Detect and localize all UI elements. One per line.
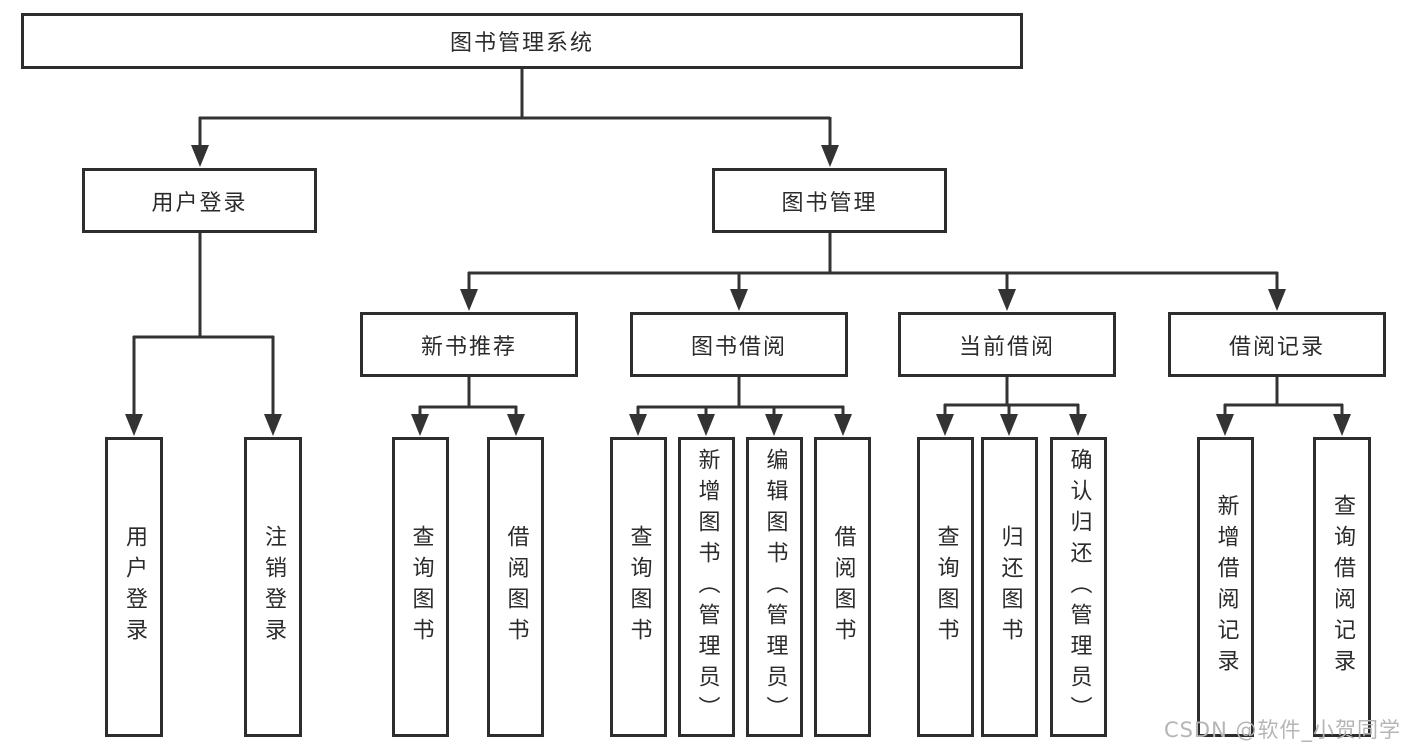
node-book-borrow-label: 图书借阅 — [690, 334, 787, 360]
leaf-current-query-book: 查询图书 — [917, 437, 974, 737]
leaf-logout: 注销登录 — [244, 437, 302, 737]
leaf-recommend-borrow-book: 借阅图书 — [487, 437, 544, 737]
node-user-login: 用户登录 — [82, 168, 317, 233]
node-book-management: 图书管理 — [712, 168, 947, 233]
leaf-user-login-label: 用户登录 — [122, 525, 147, 649]
leaf-add-book-admin: 新增图书（管理员） — [678, 437, 735, 737]
leaf-borrow-query-book: 查询图书 — [610, 437, 667, 737]
node-current-borrow-label: 当前借阅 — [958, 334, 1055, 360]
leaf-query-borrow-record-label: 查询借阅记录 — [1330, 494, 1355, 680]
leaf-borrow-query-book-label: 查询图书 — [626, 525, 652, 649]
node-current-borrow: 当前借阅 — [898, 312, 1116, 377]
node-new-book-recommend: 新书推荐 — [360, 312, 578, 377]
node-new-book-recommend-label: 新书推荐 — [420, 334, 517, 360]
leaf-borrow-book: 借阅图书 — [814, 437, 871, 737]
leaf-add-borrow-record-label: 新增借阅记录 — [1213, 494, 1239, 680]
watermark: CSDN @软件_小贺同学 — [1163, 718, 1401, 742]
leaf-return-book: 归还图书 — [981, 437, 1038, 737]
node-borrow-record-label: 借阅记录 — [1228, 334, 1325, 360]
leaf-borrow-book-label: 借阅图书 — [830, 525, 856, 649]
leaf-query-borrow-record: 查询借阅记录 — [1313, 437, 1371, 737]
node-book-borrow: 图书借阅 — [630, 312, 848, 377]
leaf-edit-book-admin: 编辑图书（管理员） — [746, 437, 803, 737]
node-root-label: 图书管理系统 — [449, 31, 594, 56]
leaf-user-login: 用户登录 — [105, 437, 163, 737]
leaf-recommend-query-book: 查询图书 — [392, 437, 449, 737]
leaf-add-borrow-record: 新增借阅记录 — [1197, 437, 1254, 737]
node-user-login-label: 用户登录 — [151, 190, 248, 216]
leaf-recommend-borrow-book-label: 借阅图书 — [503, 525, 529, 649]
leaf-add-book-admin-label: 新增图书（管理员） — [694, 447, 720, 727]
leaf-confirm-return-admin: 确认归还（管理员） — [1050, 437, 1107, 737]
node-book-management-label: 图书管理 — [781, 190, 878, 216]
leaf-current-query-book-label: 查询图书 — [933, 525, 959, 649]
leaf-edit-book-admin-label: 编辑图书（管理员） — [762, 447, 788, 727]
leaf-confirm-return-admin-label: 确认归还（管理员） — [1066, 447, 1092, 727]
leaf-logout-label: 注销登录 — [261, 525, 286, 649]
node-root: 图书管理系统 — [21, 13, 1023, 69]
leaf-return-book-label: 归还图书 — [997, 525, 1023, 649]
node-borrow-record: 借阅记录 — [1168, 312, 1386, 377]
leaf-recommend-query-book-label: 查询图书 — [408, 525, 434, 649]
